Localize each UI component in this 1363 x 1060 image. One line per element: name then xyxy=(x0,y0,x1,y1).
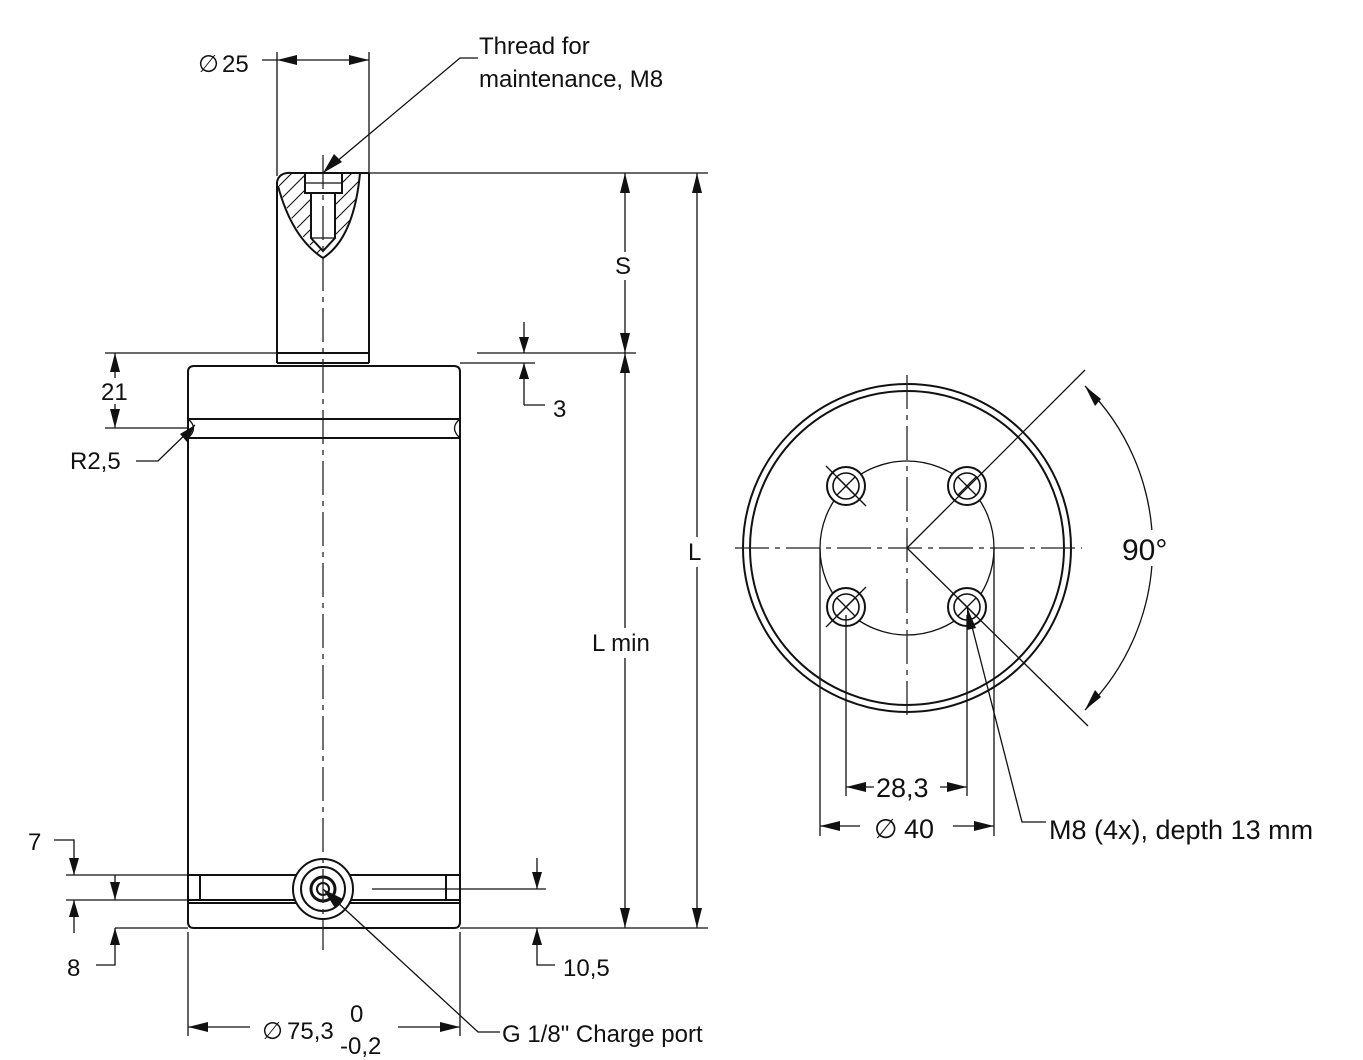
dim-hole-spacing: 28,3 xyxy=(845,615,968,803)
thread-note-line1: Thread for xyxy=(479,33,590,60)
dim-bottom-groove: 7 8 xyxy=(28,829,188,982)
dim-bolt-circle: ∅ 40 xyxy=(819,548,995,844)
dim-rod-diameter: ∅ 25 xyxy=(198,51,370,176)
top-view: 90° 28,3 ∅ 40 M8 (4x), depth 1 xyxy=(735,369,1313,845)
mount-holes-label: M8 (4x), depth 13 mm xyxy=(1049,815,1313,845)
charge-port-label: G 1/8" Charge port xyxy=(502,1021,703,1048)
tolerance-lower-label: -0,2 xyxy=(340,1033,381,1060)
bolt-circle-symbol: ∅ xyxy=(874,814,898,844)
length-min-label: L min xyxy=(592,630,650,657)
dim-top-length: 21 xyxy=(100,352,277,429)
piston-rod xyxy=(276,171,370,364)
bolt-circle-label: 40 xyxy=(904,814,934,844)
dim-step: 3 xyxy=(519,322,566,423)
dim-body-diameter: ∅ 75,3 0 -0,2 xyxy=(187,932,461,1060)
dim-stroke: S xyxy=(612,173,638,353)
side-view: ∅ 25 Thread for maintenance, M8 S xyxy=(28,33,710,1060)
step-label: 3 xyxy=(553,396,566,423)
bottom-groove-upper-label: 7 xyxy=(28,829,41,856)
top-length-label: 21 xyxy=(101,379,128,406)
thread-note: Thread for maintenance, M8 xyxy=(322,33,663,174)
tolerance-upper-label: 0 xyxy=(350,1001,363,1028)
port-offset-label: 10,5 xyxy=(563,955,610,982)
thread-note-line2: maintenance, M8 xyxy=(479,66,663,93)
mount-holes-note: M8 (4x), depth 13 mm xyxy=(966,606,1313,845)
charge-port-note: G 1/8" Charge port xyxy=(322,888,703,1048)
dim-length-min: L min xyxy=(590,353,660,928)
dim-groove-radius: R2,5 xyxy=(70,424,196,475)
section-hatch xyxy=(278,172,360,258)
rod-diameter-label: 25 xyxy=(222,51,249,78)
mount-hole-top-right xyxy=(947,466,987,506)
length-label: L xyxy=(688,539,701,566)
rod-diameter-symbol: ∅ xyxy=(198,51,219,78)
dim-length: L xyxy=(684,173,710,928)
cylinder-body xyxy=(187,365,461,929)
stroke-label: S xyxy=(615,253,631,280)
groove-radius-label: R2,5 xyxy=(70,448,121,475)
body-diameter-symbol: ∅ xyxy=(262,1018,283,1045)
angle-label: 90° xyxy=(1122,534,1167,567)
bottom-groove-lower-label: 8 xyxy=(67,955,80,982)
dim-angle: 90° xyxy=(1084,385,1182,711)
hole-spacing-label: 28,3 xyxy=(876,773,929,803)
dim-port-offset: 10,5 xyxy=(372,858,610,982)
body-diameter-label: 75,3 xyxy=(287,1018,334,1045)
